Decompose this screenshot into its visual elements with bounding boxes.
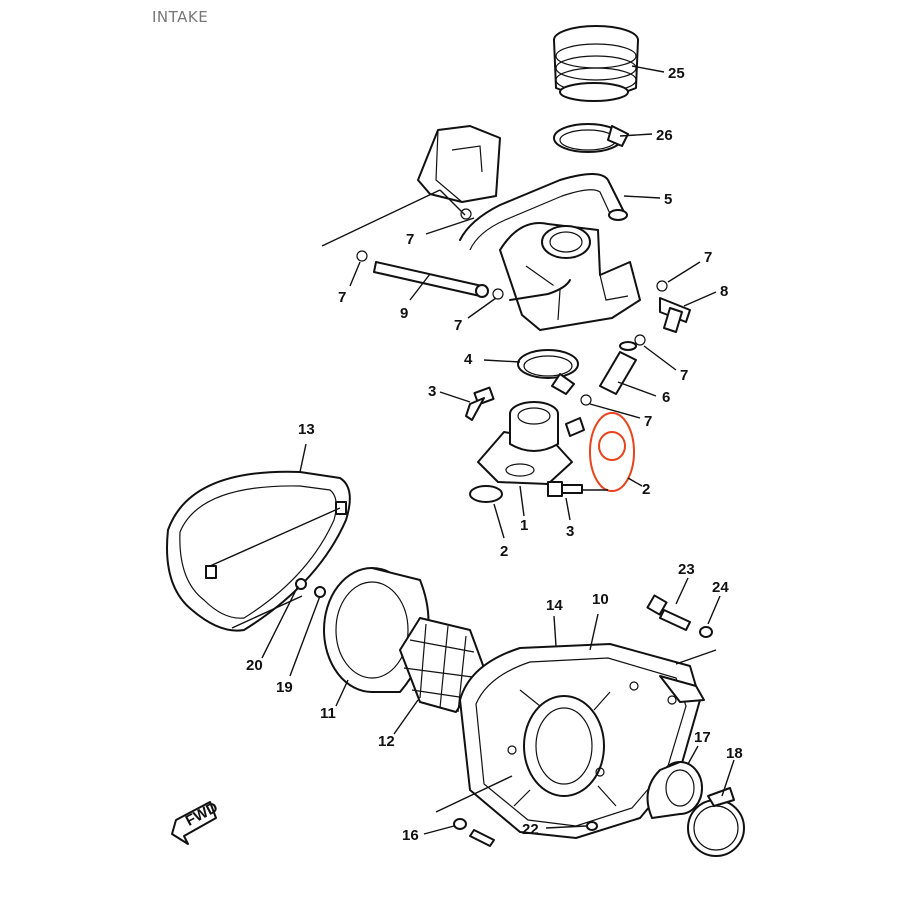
callout-17: 17 bbox=[694, 729, 711, 746]
part-18-band bbox=[687, 787, 745, 857]
callout-4: 4 bbox=[464, 351, 473, 368]
callout-8: 8 bbox=[720, 283, 728, 300]
callout-6: 6 bbox=[662, 389, 670, 406]
part-8-t-joint bbox=[659, 297, 691, 333]
callout-3: 3 bbox=[566, 523, 574, 540]
callout-16: 16 bbox=[402, 827, 419, 844]
part-6-hose bbox=[599, 341, 637, 395]
callout-24: 24 bbox=[712, 579, 729, 596]
callout-22: 22 bbox=[522, 821, 539, 838]
callout-5: 5 bbox=[664, 191, 672, 208]
part-17-boot bbox=[646, 761, 703, 819]
callout-25: 25 bbox=[668, 65, 685, 82]
callout-7: 7 bbox=[644, 413, 652, 430]
callout-26: 26 bbox=[656, 127, 673, 144]
callout-3: 3 bbox=[428, 383, 436, 400]
part-22-plug bbox=[586, 821, 598, 831]
callout-7: 7 bbox=[704, 249, 712, 266]
leader-lines bbox=[261, 65, 735, 835]
callout-labels: 25 26 5 7 7 9 7 7 8 7 4 6 3 7 2 1 3 2 13… bbox=[246, 65, 743, 844]
callout-12: 12 bbox=[378, 733, 395, 750]
part-23-bolt bbox=[646, 594, 691, 631]
part-4-band bbox=[517, 349, 579, 395]
breather-box bbox=[417, 125, 501, 203]
part-2-o-ring bbox=[469, 485, 503, 503]
callout-11: 11 bbox=[320, 705, 336, 722]
part-16-screw bbox=[469, 829, 495, 847]
part-13-cover bbox=[166, 470, 351, 632]
callout-20: 20 bbox=[246, 657, 263, 674]
part-19-washer bbox=[314, 586, 326, 598]
part-5-hose bbox=[459, 173, 628, 251]
part-16-washer bbox=[453, 818, 467, 830]
callout-2: 2 bbox=[642, 481, 650, 498]
callout-19: 19 bbox=[276, 679, 293, 696]
callout-1: 1 bbox=[520, 517, 528, 534]
callout-13: 13 bbox=[298, 421, 315, 438]
part-26-band-clamp bbox=[553, 123, 629, 153]
clip-7-set bbox=[356, 208, 668, 406]
fwd-arrow-icon: FWD bbox=[171, 799, 221, 845]
part-10-case bbox=[459, 643, 705, 839]
part-24-washer bbox=[699, 626, 713, 638]
callout-7: 7 bbox=[680, 367, 688, 384]
page-title: INTAKE bbox=[152, 8, 209, 26]
part-2-gasket-highlighted bbox=[598, 431, 626, 461]
callout-14: 14 bbox=[546, 597, 563, 614]
part-9-hose bbox=[373, 261, 489, 298]
callout-7: 7 bbox=[406, 231, 414, 248]
callout-2: 2 bbox=[500, 543, 508, 560]
callout-23: 23 bbox=[678, 561, 695, 578]
callout-10: 10 bbox=[592, 591, 609, 608]
part-25-intake-boot bbox=[553, 25, 639, 102]
carburetor bbox=[499, 222, 641, 331]
highlight-oval bbox=[589, 412, 635, 492]
callout-18: 18 bbox=[726, 745, 743, 762]
part-1-intake-joint bbox=[477, 401, 585, 485]
callout-7: 7 bbox=[338, 289, 346, 306]
part-3-bolt-lower bbox=[547, 481, 583, 497]
part-3-bolt-upper bbox=[465, 386, 495, 421]
callout-7: 7 bbox=[454, 317, 462, 334]
callout-9: 9 bbox=[400, 305, 408, 322]
